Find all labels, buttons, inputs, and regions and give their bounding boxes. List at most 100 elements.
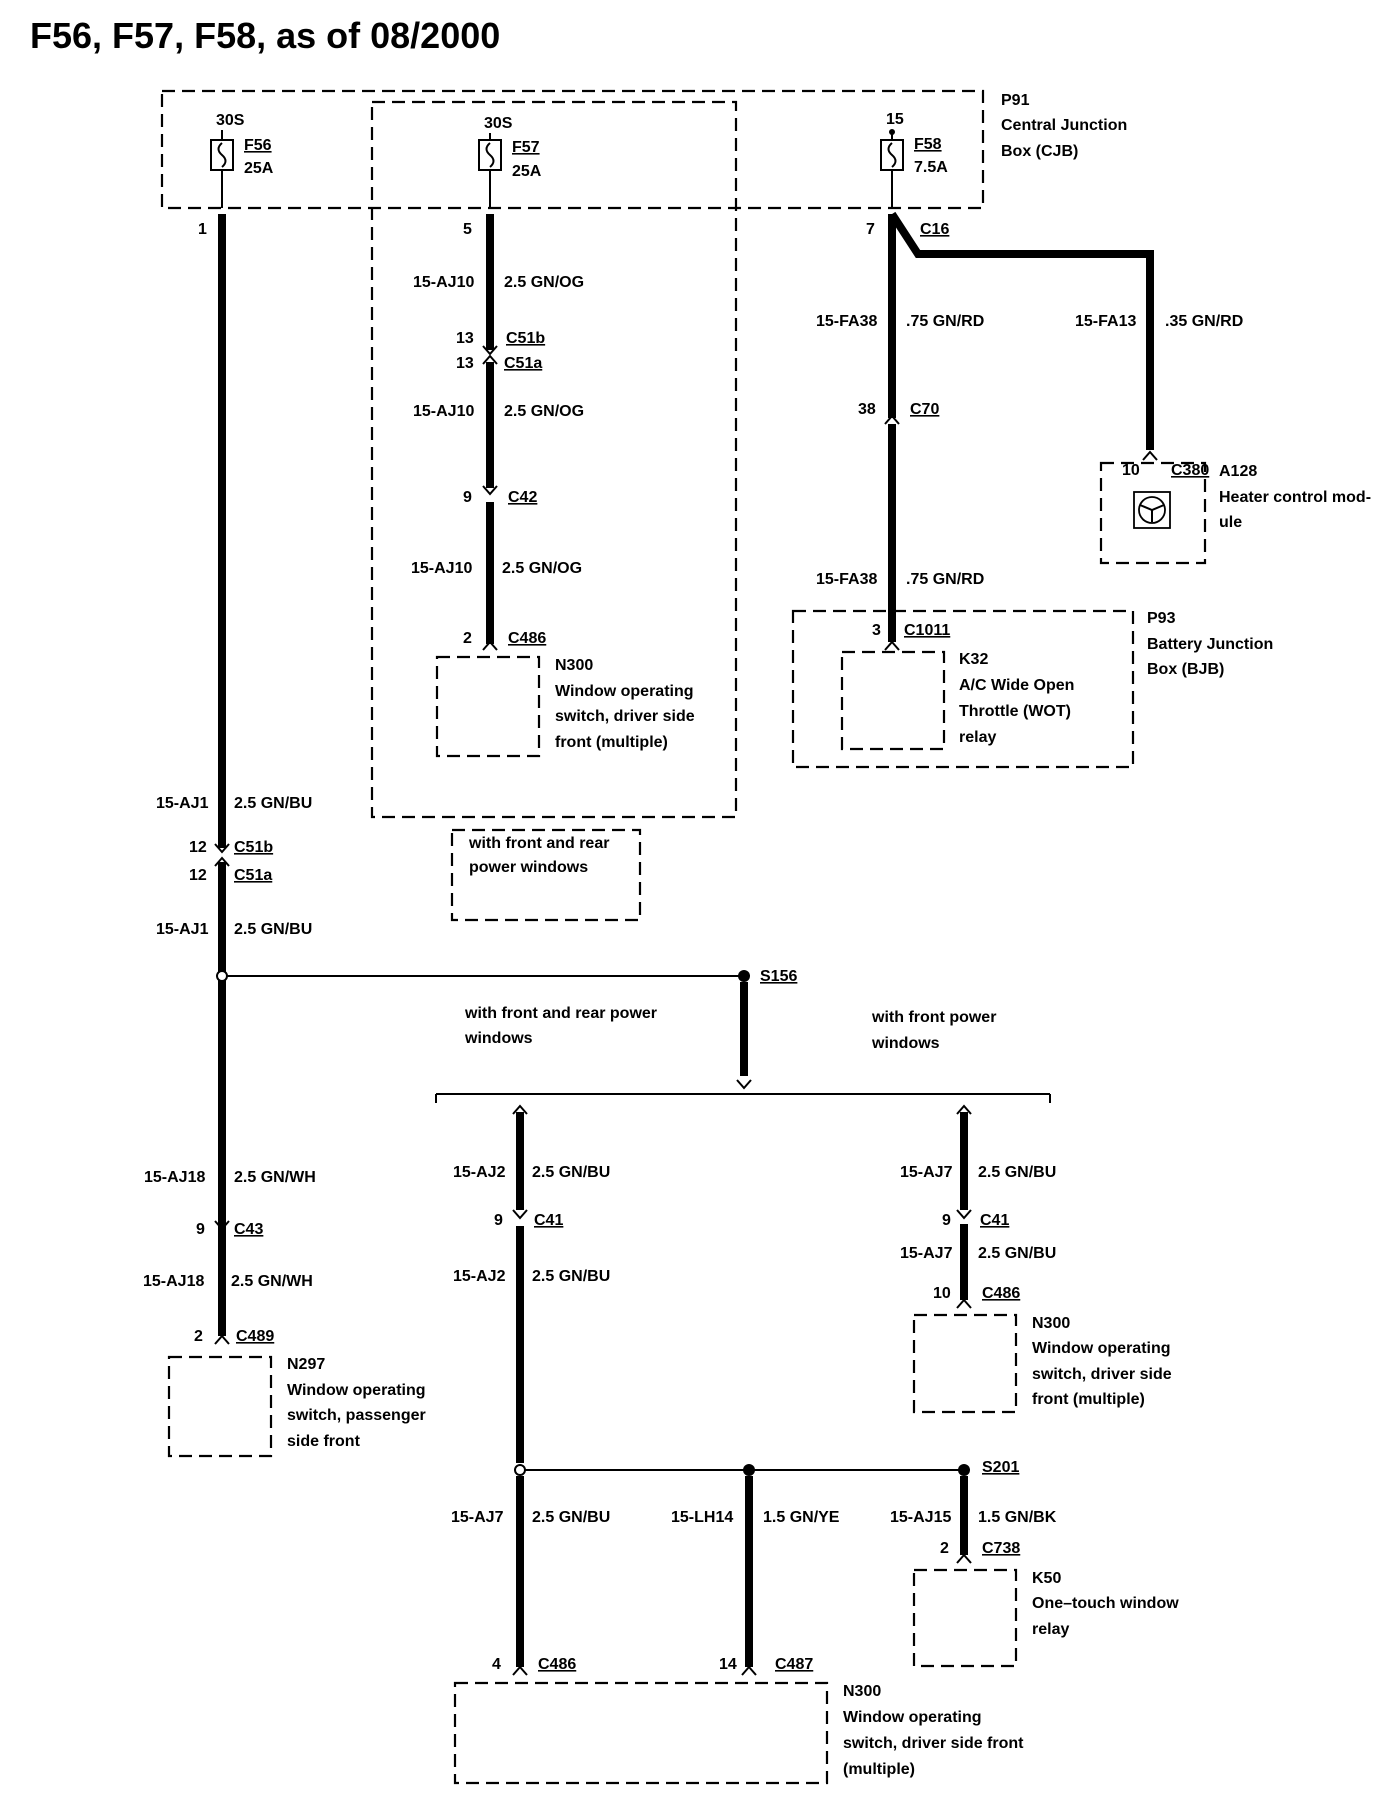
- fuse-f57: 30S F57 25A: [478, 115, 542, 208]
- connector-pin: 10: [933, 1285, 951, 1302]
- component-desc: relay: [1032, 1621, 1069, 1638]
- wire-circuit: 15-AJ10: [413, 274, 474, 291]
- wire-circuit: 15-FA38: [816, 313, 877, 330]
- wire-spec: 2.5 GN/OG: [504, 403, 584, 420]
- component-desc: switch, driver side: [1032, 1366, 1172, 1383]
- wire-circuit: 15-AJ2: [453, 1164, 506, 1181]
- component-id: N297: [287, 1356, 325, 1373]
- fuse-symbol-icon: [485, 142, 495, 168]
- connector-id: C487: [775, 1656, 813, 1673]
- condition-front-rear-line1: with front and rear power: [464, 1005, 657, 1022]
- component-n300-outline: [912, 1313, 1018, 1414]
- component-id: N300: [1032, 1315, 1070, 1332]
- connector-id: C51b: [234, 839, 273, 856]
- wire-spec: 2.5 GN/OG: [504, 274, 584, 291]
- connector-id: C738: [982, 1540, 1020, 1557]
- fuse-symbol-icon: [217, 142, 227, 168]
- connector-pin: 2: [194, 1328, 203, 1345]
- connector-chevron-icon: [956, 1209, 972, 1220]
- component-desc: ule: [1219, 514, 1242, 531]
- fuse-f58-supply: 15: [886, 111, 904, 128]
- connector-chevron-icon: [214, 856, 230, 867]
- splice-s156: S156: [760, 968, 797, 985]
- wire-circuit: 15-FA38: [816, 571, 877, 588]
- bjb-outline: [791, 609, 1135, 769]
- component-n300-outline: [453, 1681, 829, 1785]
- wire-spec: 2.5 GN/WH: [234, 1169, 316, 1186]
- connector-chevron-icon: [482, 345, 498, 356]
- connector-id: C486: [538, 1656, 576, 1673]
- connector-id: C43: [234, 1221, 263, 1238]
- connector-id: C41: [534, 1212, 563, 1229]
- connector-pin: 3: [872, 622, 881, 639]
- fuse-f57-rating: 25A: [512, 163, 542, 180]
- wire-spec: .75 GN/RD: [906, 571, 984, 588]
- connector-pin: 38: [858, 401, 876, 418]
- connector-chevron-icon: [512, 1665, 528, 1676]
- cjb-id: P91: [1001, 92, 1030, 109]
- connector-pin: 13: [456, 330, 474, 347]
- wire-spec: 2.5 GN/OG: [502, 560, 582, 577]
- connector-chevron-icon: [884, 640, 900, 651]
- connector-pin: 9: [463, 489, 472, 506]
- connector-id: C51a: [504, 355, 542, 372]
- splice-s156-dot: [738, 970, 750, 982]
- connector-chevron-icon: [512, 1104, 528, 1115]
- connector-pin: 14: [719, 1656, 737, 1673]
- connector-pin: 2: [463, 630, 472, 647]
- connector-pin: 12: [189, 867, 207, 884]
- fuse-f58-rating: 7.5A: [914, 159, 948, 176]
- condition-front-rear-line2: windows: [464, 1030, 533, 1047]
- wire-circuit: 15-AJ15: [890, 1509, 951, 1526]
- wire-circuit: 15-AJ10: [411, 560, 472, 577]
- splice-s201-dot: [958, 1464, 970, 1476]
- module-icon: [1133, 491, 1171, 529]
- wire-circuit: 15-LH14: [671, 1509, 733, 1526]
- wire-circuit: 15-AJ10: [413, 403, 474, 420]
- fuse-f56: 30S F56 25A: [210, 112, 274, 208]
- component-desc: switch, driver side front: [843, 1735, 1024, 1752]
- component-desc: (multiple): [843, 1761, 915, 1778]
- component-desc: relay: [959, 729, 996, 746]
- cjb-outline: [160, 89, 985, 210]
- fuse-f58: 15 F58 7.5A: [880, 111, 948, 208]
- connector-chevron-icon: [956, 1553, 972, 1564]
- wire-circuit: 15-AJ2: [453, 1268, 506, 1285]
- component-id: A128: [1219, 463, 1257, 480]
- wire-spec: .75 GN/RD: [906, 313, 984, 330]
- wire-spec: 2.5 GN/BU: [234, 795, 312, 812]
- connector-chevron-icon: [214, 843, 230, 854]
- connector-pin: 13: [456, 355, 474, 372]
- optional-region-outline: [370, 100, 738, 819]
- wire-spec: 2.5 GN/BU: [978, 1245, 1056, 1262]
- wire-spec: 1.5 GN/YE: [763, 1509, 840, 1526]
- component-desc: Throttle (WOT): [959, 703, 1071, 720]
- component-desc: switch, driver side: [555, 708, 695, 725]
- connector-chevron-icon: [214, 1334, 230, 1345]
- fuse-f58-id: F58: [914, 136, 942, 153]
- wire-spec: .35 GN/RD: [1165, 313, 1243, 330]
- component-desc: switch, passenger: [287, 1407, 426, 1424]
- wire-circuit: 15-AJ1: [156, 795, 209, 812]
- connector-chevron-icon: [482, 640, 498, 651]
- splice-s201: S201: [982, 1459, 1019, 1476]
- wire-spec: 2.5 GN/BU: [532, 1268, 610, 1285]
- bjb-name-line1: Battery Junction: [1147, 636, 1273, 653]
- cjb-name-line2: Box (CJB): [1001, 143, 1078, 160]
- connector-pin: 4: [492, 1656, 501, 1673]
- wire-circuit: 15-AJ1: [156, 921, 209, 938]
- component-desc: Heater control mod-: [1219, 489, 1371, 506]
- fuse-f57-id: F57: [512, 139, 540, 156]
- component-a128-outline: [1099, 461, 1207, 565]
- wire-circuit: 15-FA13: [1075, 313, 1136, 330]
- condition-note-line1: with front and rear: [468, 835, 609, 852]
- wire-spec: 2.5 GN/WH: [231, 1273, 313, 1290]
- pin-1: 1: [198, 221, 207, 238]
- component-desc: front (multiple): [555, 734, 668, 751]
- wire-circuit: 15-AJ7: [451, 1509, 504, 1526]
- fuse-symbol-icon: [887, 142, 897, 168]
- connector-id: C486: [982, 1285, 1020, 1302]
- condition-note-box: [450, 828, 642, 922]
- wire-circuit: 15-AJ7: [900, 1245, 953, 1262]
- connector-pin: 9: [942, 1212, 951, 1229]
